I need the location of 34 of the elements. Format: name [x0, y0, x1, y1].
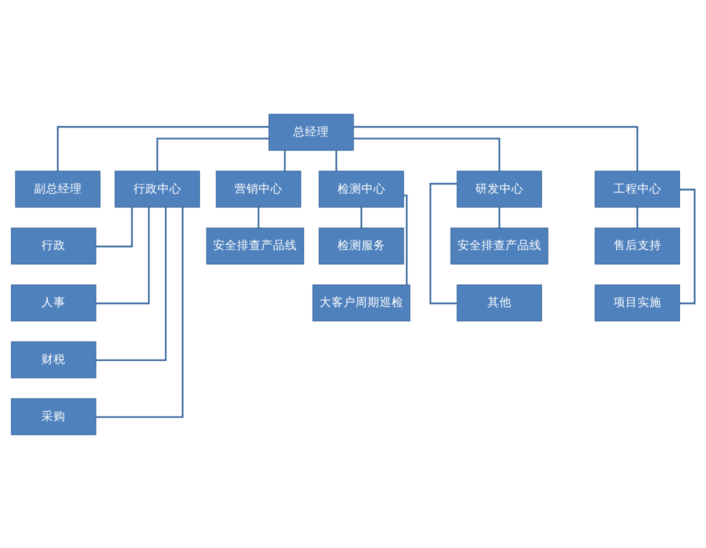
connector: [56, 126, 269, 171]
node-box: 财税: [10, 340, 96, 378]
node-box: 大客户周期巡检: [312, 284, 410, 321]
connector: [354, 126, 638, 171]
connector: [96, 206, 133, 247]
node-box: 项目实施: [594, 284, 680, 321]
connector: [354, 137, 500, 171]
node-box: 行政: [10, 227, 96, 264]
node-box: 其他: [456, 284, 542, 321]
connector: [156, 137, 269, 171]
connector: [284, 150, 286, 171]
connector: [636, 206, 638, 228]
connector: [335, 150, 338, 171]
node-box: 检测服务: [318, 227, 404, 264]
node-box: 营销中心: [216, 170, 302, 208]
node-box: 研发中心: [456, 170, 542, 208]
connector: [96, 207, 167, 361]
connector: [258, 206, 260, 228]
node-box: 副总经理: [15, 170, 100, 208]
node-box: 安全排查产品线: [206, 227, 304, 264]
connector: [96, 206, 184, 418]
node-box: 采购: [10, 398, 96, 435]
connector: [498, 206, 500, 228]
node-box: 总经理: [268, 113, 354, 150]
node-box: 售后支持: [594, 227, 680, 264]
node-box: 检测中心: [318, 170, 404, 208]
node-box: 工程中心: [594, 170, 680, 208]
connector: [404, 194, 408, 284]
node-box: 行政中心: [114, 170, 200, 208]
connector: [96, 206, 150, 304]
connector: [360, 206, 362, 228]
node-box: 人事: [10, 284, 96, 321]
node-box: 安全排查产品线: [450, 227, 548, 264]
connector: [430, 182, 457, 304]
